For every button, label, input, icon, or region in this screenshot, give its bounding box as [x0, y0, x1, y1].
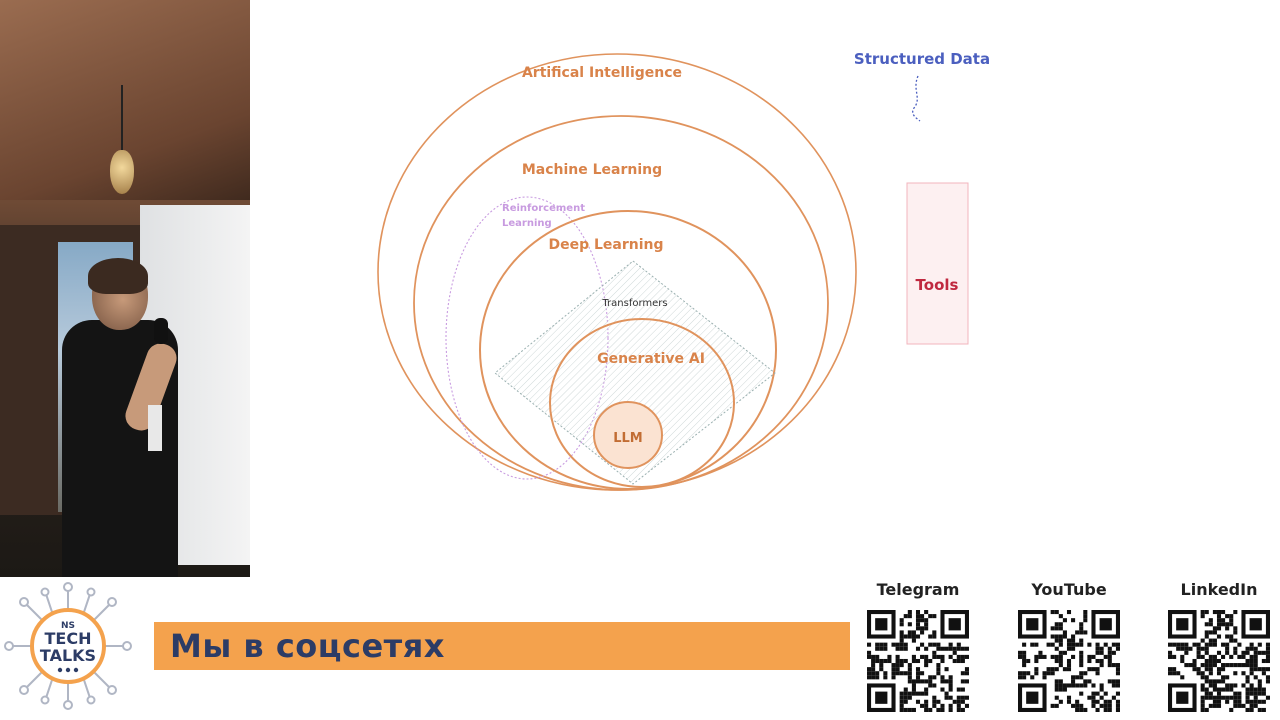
presentation-slide: Artifical Intelligence Machine Learning … [250, 0, 1280, 577]
video-light-bulb [110, 150, 134, 194]
microphone [154, 318, 168, 344]
telegram-qr-icon[interactable] [867, 610, 969, 712]
video-lamp-wire [121, 85, 123, 150]
ai-nested-circles-diagram: Artifical Intelligence Machine Learning … [250, 0, 1280, 577]
social-cta-text: Мы в соцсетях [170, 627, 445, 665]
youtube-qr-icon[interactable] [1018, 610, 1120, 712]
speaker-video [0, 0, 250, 577]
tools-label: Tools [916, 276, 959, 294]
ml-label: Machine Learning [522, 162, 662, 178]
structured-data-label: Structured Data [854, 50, 990, 68]
tools-box [907, 183, 968, 344]
social-telegram[interactable]: Telegram [853, 578, 983, 712]
social-linkedin[interactable]: LinkedIn [1154, 578, 1280, 712]
genai-label: Generative AI [597, 351, 705, 367]
structured-data-arrow [913, 76, 920, 121]
dl-label: Deep Learning [548, 237, 663, 253]
linkedin-qr-icon[interactable] [1168, 610, 1270, 712]
youtube-label: YouTube [1004, 578, 1134, 602]
speaker [62, 262, 182, 577]
ns-tech-talks-logo: NS TECH TALKS [2, 580, 134, 712]
reinforcement-label-line1: Reinforcement [502, 203, 585, 214]
ai-label: Artifical Intelligence [522, 65, 682, 81]
social-youtube[interactable]: YouTube [1004, 578, 1134, 712]
linkedin-label: LinkedIn [1154, 578, 1280, 602]
reinforcement-label-line2: Learning [502, 218, 552, 229]
llm-label: LLM [613, 431, 643, 446]
speaker-badge [148, 405, 162, 451]
logo-talks: TALKS [40, 646, 96, 665]
telegram-label: Telegram [853, 578, 983, 602]
social-cta-bar: Мы в соцсетях [154, 622, 850, 670]
speaker-hair [88, 258, 148, 294]
transformers-label: Transformers [601, 298, 667, 309]
